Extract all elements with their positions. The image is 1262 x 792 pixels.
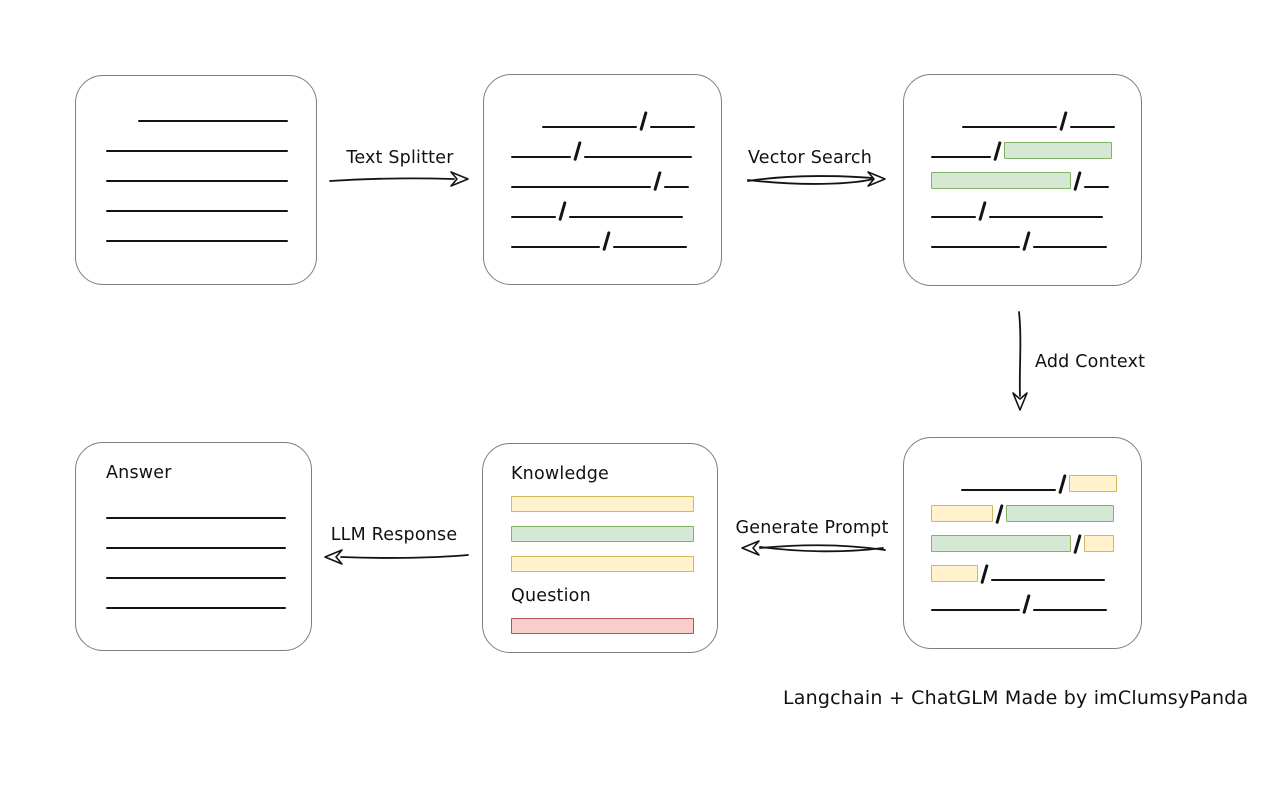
content-row [931, 128, 1141, 161]
split-chunks-rows [484, 75, 721, 251]
answer-label: Answer [106, 463, 172, 483]
content-row [931, 98, 1141, 131]
content-row [511, 188, 721, 221]
text-line [511, 246, 600, 248]
yellow-highlight-chunk [931, 505, 993, 522]
split-chunks-box [483, 74, 722, 285]
text-line [663, 186, 689, 188]
yellow-highlight-chunk [1068, 475, 1117, 492]
text-line [990, 579, 1105, 581]
vector-search-arrow [747, 171, 886, 187]
yellow-highlight-chunk [931, 565, 978, 582]
attribution-caption: Langchain + ChatGLM Made by imClumsyPand… [783, 687, 1249, 709]
content-row [106, 519, 311, 549]
answer-lines [76, 483, 311, 609]
document-lines [76, 76, 316, 242]
content-row [931, 521, 1141, 554]
text-line [1069, 126, 1115, 128]
context-chunks-box [903, 437, 1142, 649]
add-context-arrow [1012, 311, 1028, 411]
content-row [106, 92, 316, 122]
text-line [106, 210, 288, 212]
text-line [138, 120, 288, 122]
generate-prompt-arrow [741, 540, 886, 556]
content-row [931, 188, 1141, 221]
content-row [511, 218, 721, 251]
content-row [931, 461, 1141, 494]
text-splitter-arrow [329, 171, 469, 187]
content-row [106, 549, 311, 579]
text-line [568, 216, 683, 218]
text-line [511, 156, 571, 158]
slash-separator [602, 231, 611, 251]
text-line [931, 216, 976, 218]
green-highlight-chunk [1003, 142, 1112, 159]
text-line [931, 609, 1020, 611]
text-line [1083, 186, 1109, 188]
document-box [75, 75, 317, 285]
yellow-highlight-chunk [1083, 535, 1114, 552]
content-row [106, 182, 316, 212]
content-row [511, 98, 721, 131]
text-line [583, 156, 692, 158]
text-line [961, 489, 1056, 491]
answer-box: Answer [75, 442, 312, 651]
text-line [612, 246, 687, 248]
slash-separator [1022, 231, 1031, 251]
green-bar [511, 526, 694, 542]
text-line [106, 547, 286, 549]
text-line [962, 126, 1057, 128]
text-line [542, 126, 637, 128]
yellow-bar [511, 496, 694, 512]
green-highlight-chunk [931, 535, 1071, 552]
content-row [106, 212, 316, 242]
llm-response-arrow [324, 549, 469, 565]
text-line [1032, 246, 1107, 248]
content-row [931, 551, 1141, 584]
knowledge-label: Knowledge [511, 464, 609, 484]
text-line [106, 150, 288, 152]
content-row [931, 581, 1141, 614]
text-line [106, 577, 286, 579]
content-row [511, 128, 721, 161]
yellow-bar [511, 556, 694, 572]
green-highlight-chunk [931, 172, 1071, 189]
question-label: Question [511, 586, 591, 606]
generate-prompt-label: Generate Prompt [735, 518, 889, 538]
content-row [931, 491, 1141, 524]
content-row [931, 158, 1141, 191]
content-row [931, 218, 1141, 251]
content-row [106, 152, 316, 182]
text-line [106, 240, 288, 242]
text-line [649, 126, 695, 128]
vector-search-label: Vector Search [747, 148, 873, 168]
content-row [106, 579, 311, 609]
text-splitter-label: Text Splitter [346, 148, 454, 168]
text-line [1032, 609, 1107, 611]
add-context-label: Add Context [1035, 352, 1146, 372]
text-line [511, 186, 651, 188]
text-line [511, 216, 556, 218]
slash-separator [1022, 594, 1031, 614]
content-row [106, 122, 316, 152]
text-line [931, 156, 991, 158]
content-row [511, 158, 721, 191]
text-line [988, 216, 1103, 218]
llm-response-label: LLM Response [330, 525, 458, 545]
text-line [931, 246, 1020, 248]
red-bar [511, 618, 694, 634]
context-chunks-rows [904, 438, 1141, 614]
text-line [106, 517, 286, 519]
content-row [106, 489, 311, 519]
text-line [106, 607, 286, 609]
text-line [106, 180, 288, 182]
matched-chunks-box [903, 74, 1142, 286]
green-highlight-chunk [1005, 505, 1114, 522]
matched-chunks-rows [904, 75, 1141, 251]
